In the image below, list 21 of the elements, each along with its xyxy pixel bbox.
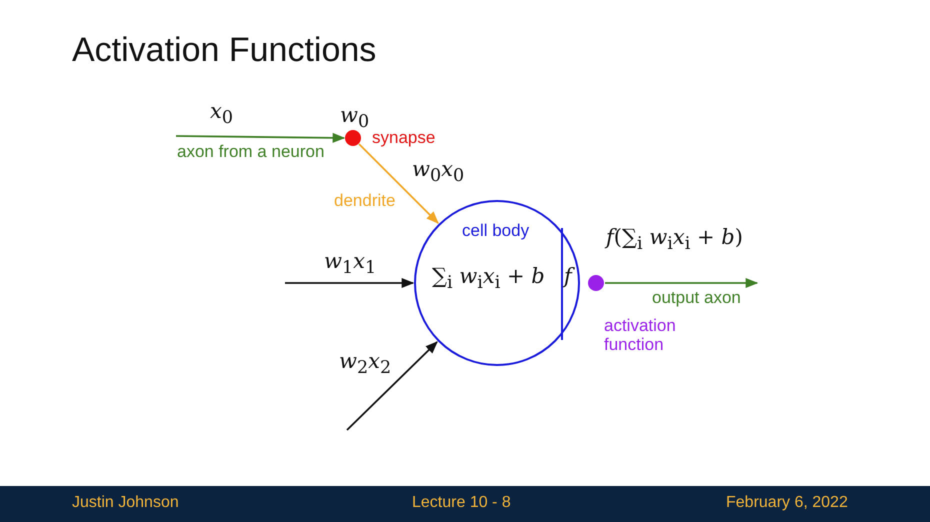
arrow xyxy=(358,143,439,224)
activation-function-label: activation function xyxy=(604,317,677,354)
arrow xyxy=(346,341,438,431)
activation-dot xyxy=(588,275,604,291)
slide-date: February 6, 2022 xyxy=(726,494,848,512)
arrow xyxy=(176,132,346,143)
weighted-sum-formula: ∑$_{i}$ w$_{i}$x$_{i}$ + b xyxy=(432,265,545,294)
output-formula: f(∑$_{i}$ w$_{i}$x$_{i}$ + b) xyxy=(606,226,743,254)
arrow xyxy=(605,278,758,288)
synapse-dot xyxy=(345,130,361,146)
output-axon-label: output axon xyxy=(650,289,743,308)
author-name: Justin Johnson xyxy=(72,494,179,512)
arrow xyxy=(285,278,414,288)
lecture-number: Lecture 10 - 8 xyxy=(412,494,511,512)
input-label: x$_{0}$ xyxy=(210,100,233,128)
slide-title: Activation Functions xyxy=(72,32,376,70)
synapse-label: synapse xyxy=(372,129,436,148)
weight-label: w$_{0}$ xyxy=(340,104,370,132)
cell-body-label: cell body xyxy=(462,222,530,241)
cell-body-circle xyxy=(414,200,580,366)
product-label: w$_{0}$x$_{0}$ xyxy=(412,158,464,186)
